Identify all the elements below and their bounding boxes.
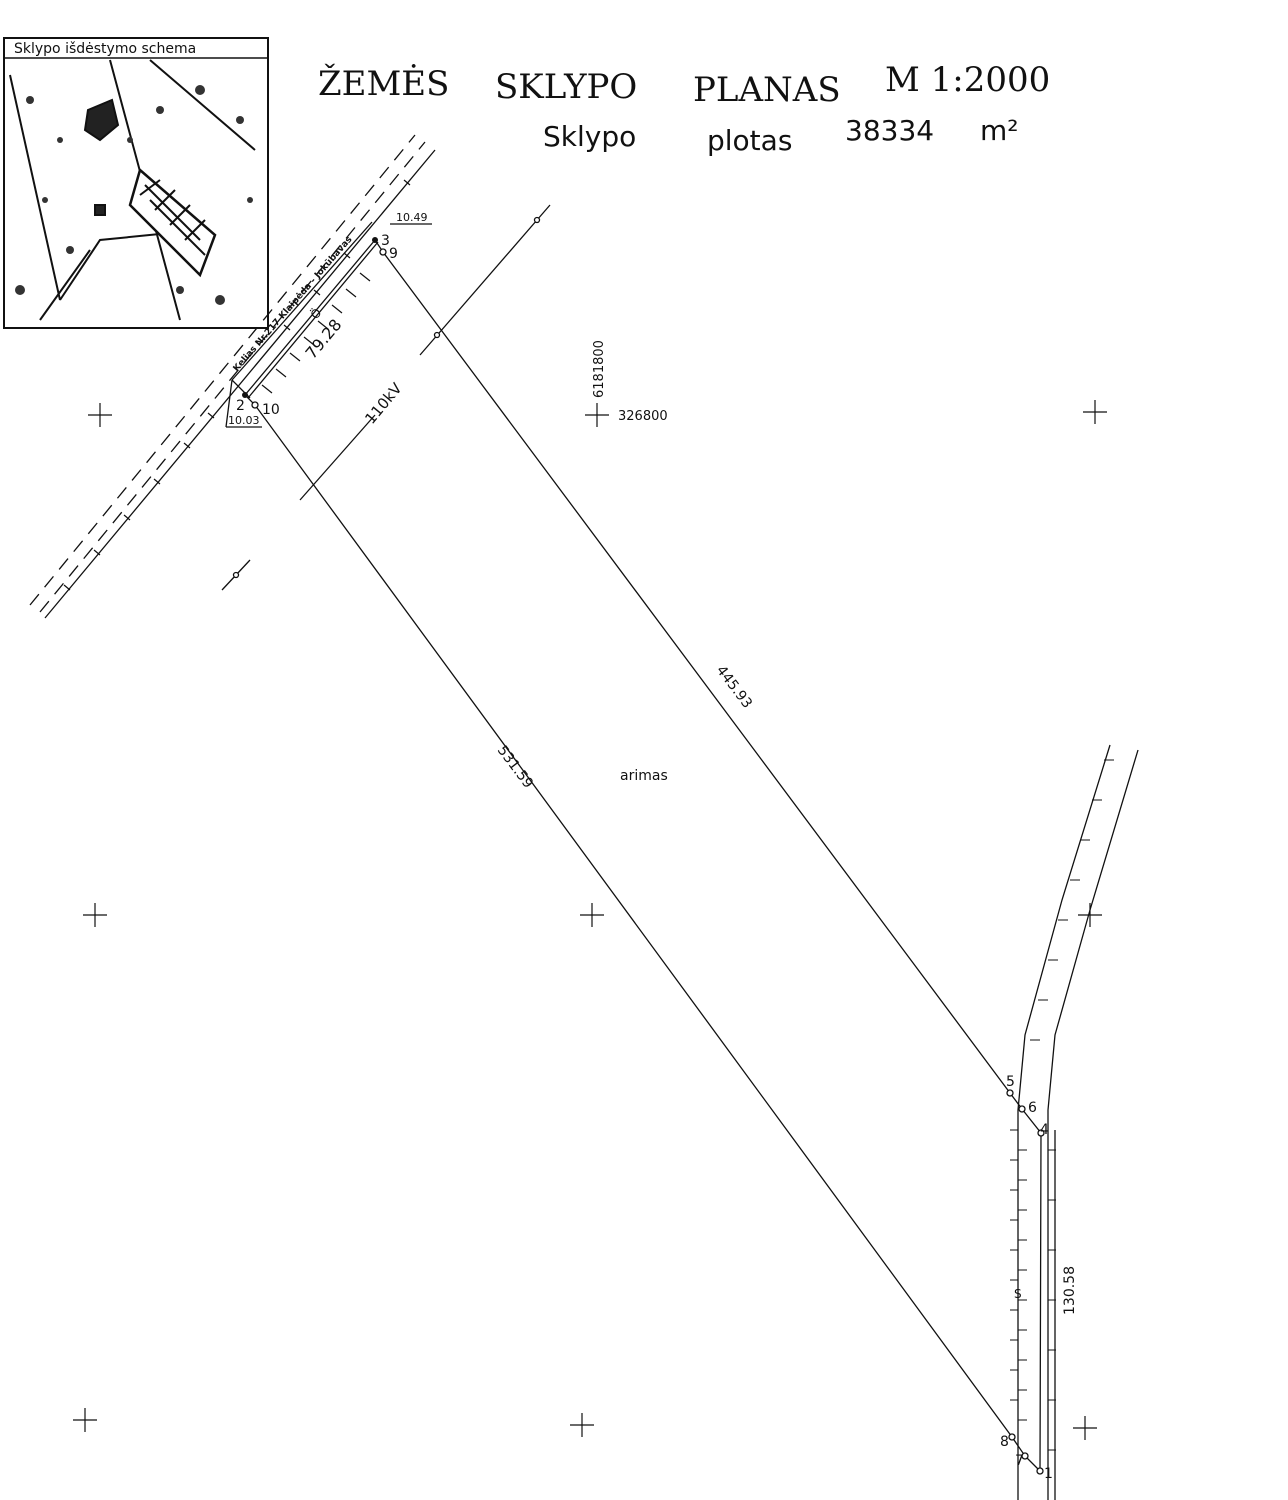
- point-label: 2: [236, 398, 245, 414]
- area-label: Sklypo: [543, 120, 636, 153]
- road-ticks: [63, 179, 411, 591]
- area-unit: m²: [980, 114, 1019, 147]
- power-line-110kv: 110kV: [221, 204, 551, 591]
- road-width-bottom: 10.03: [228, 414, 260, 427]
- drainage-ditch: S: [1010, 744, 1139, 1500]
- dimension-4-1: 130.58: [1062, 1266, 1078, 1315]
- point-label: 1: [1044, 1466, 1053, 1482]
- point-label: 4: [1040, 1122, 1049, 1138]
- grid-easting: 326800: [618, 409, 668, 424]
- inset-title: Sklypo išdėstymo schema: [14, 41, 196, 57]
- inset-aerial-map: [9, 59, 256, 321]
- dimension-9-5: 445.93: [713, 663, 755, 712]
- title-word: SKLYPO: [495, 67, 637, 107]
- area-label: plotas: [707, 124, 792, 157]
- power-line-label: 110kV: [361, 379, 406, 428]
- boundary-points: [242, 237, 1045, 1475]
- grid-northing: 6181800: [592, 340, 607, 398]
- dimension-2-3: 79.28: [302, 315, 346, 362]
- scale-label: M 1:2000: [885, 60, 1050, 100]
- point-label: 8: [1000, 1434, 1009, 1450]
- ditch-mark: S: [1014, 1287, 1022, 1301]
- dimension-10-8: 531.59: [494, 743, 536, 792]
- land-use-label: arimas: [620, 768, 668, 784]
- grid-crosses: [73, 400, 1107, 1440]
- point-label: 7: [1015, 1453, 1024, 1469]
- point-label: 3: [381, 233, 390, 249]
- point-label: 9: [389, 246, 398, 262]
- point-label: 10: [262, 402, 280, 418]
- plan-title: ŽEMĖS SKLYPO PLANAS M 1:2000 Sklypo plot…: [318, 60, 1050, 157]
- title-word: ŽEMĖS: [318, 63, 449, 104]
- title-word: PLANAS: [693, 70, 841, 110]
- point-label: 5: [1006, 1074, 1015, 1090]
- area-value: 38334: [845, 114, 934, 147]
- point-label: 6: [1028, 1100, 1037, 1116]
- location-inset: Sklypo išdėstymo schema: [3, 37, 269, 329]
- plot-boundary: 1 2 3 4 5 6 7 8 9 10: [236, 233, 1053, 1482]
- road-width-top: 10.49: [396, 211, 428, 224]
